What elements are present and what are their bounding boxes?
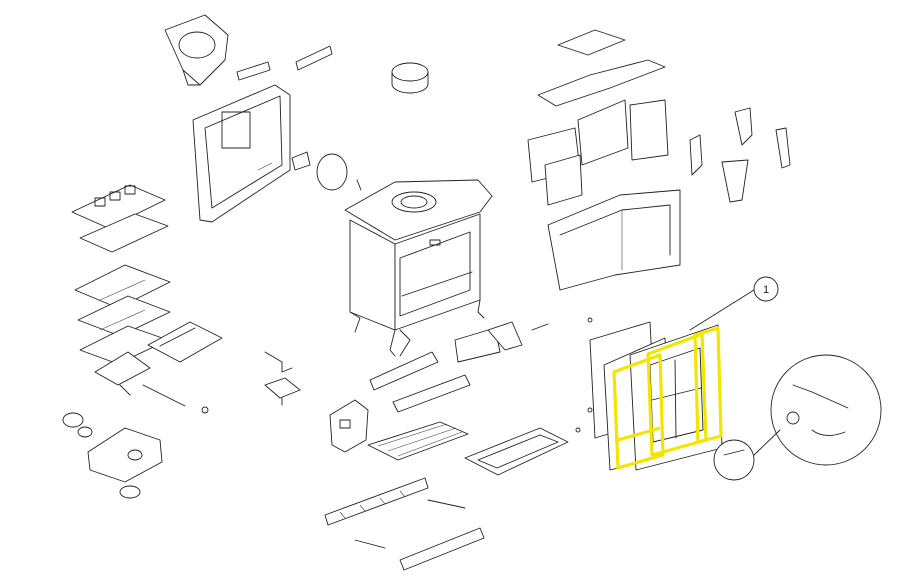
- flue-adapter-part[interactable]: [164, 14, 229, 86]
- side-bracket-part[interactable]: [329, 399, 369, 453]
- door-glass-seal-highlight[interactable]: [612, 326, 723, 470]
- tool-handle-part[interactable]: [264, 351, 301, 406]
- flue-collar-ring-part[interactable]: [391, 62, 429, 94]
- firebrick-top-part[interactable]: [537, 29, 666, 107]
- top-plate-part[interactable]: [71, 184, 169, 253]
- outside-air-box-part[interactable]: [87, 427, 163, 499]
- stove-body-part[interactable]: [344, 179, 493, 357]
- callout-number: 1: [763, 284, 769, 296]
- riddler-bar-part[interactable]: [324, 477, 485, 571]
- handle-detail-circle[interactable]: [713, 354, 882, 481]
- baffle-plate-part[interactable]: [74, 264, 171, 365]
- gasket-strip-part[interactable]: [236, 45, 333, 81]
- air-control-rod-part[interactable]: [142, 384, 186, 407]
- door-fixing-clip-part[interactable]: [575, 317, 593, 433]
- throat-plate-part[interactable]: [454, 321, 549, 363]
- front-bar-part[interactable]: [369, 351, 471, 413]
- spigot-part[interactable]: [62, 412, 93, 438]
- screw-part[interactable]: [201, 406, 209, 414]
- ash-pan-part[interactable]: [464, 427, 569, 476]
- ash-guide-part[interactable]: [94, 351, 151, 396]
- base-plate-part[interactable]: [147, 321, 223, 363]
- firebrick-side-part[interactable]: [527, 99, 669, 206]
- callout-1[interactable]: 1: [689, 276, 779, 331]
- firebox-liner-part[interactable]: [547, 189, 681, 291]
- burner-bracket-part[interactable]: [689, 107, 791, 203]
- grate-part[interactable]: [367, 421, 469, 461]
- rear-panel-part[interactable]: [192, 84, 362, 223]
